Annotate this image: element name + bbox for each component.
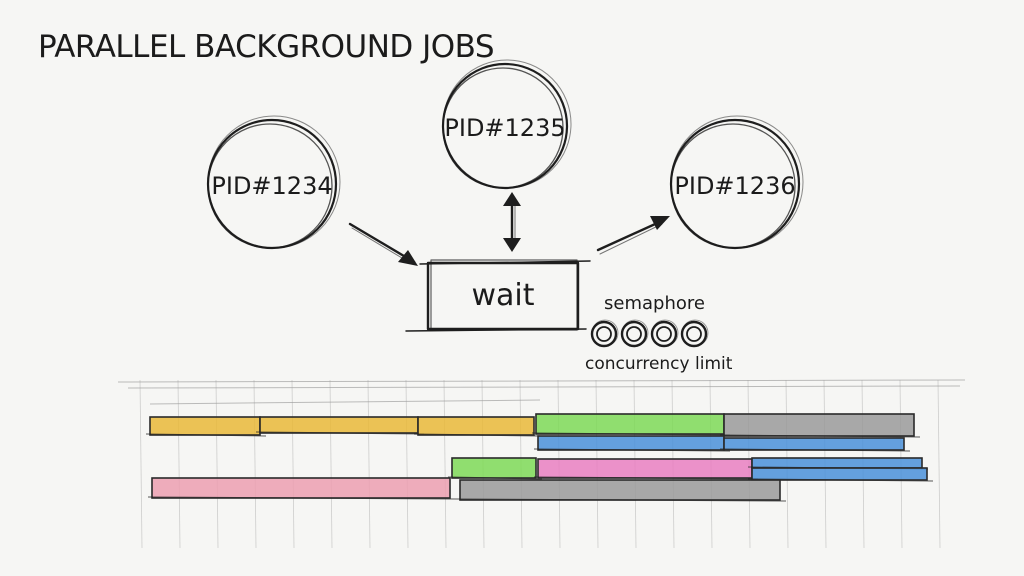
grid-line: [215, 379, 219, 549]
semaphore-label: semaphore: [604, 293, 705, 314]
wait-label: wait: [471, 278, 534, 313]
timeline-bars: [145, 413, 934, 502]
timeline-bar: [447, 457, 543, 480]
semaphore-slot: [620, 319, 649, 348]
grid-line: [405, 379, 409, 549]
semaphore-slot: [650, 319, 679, 348]
diagram-title: PARALLEL BACKGROUND JOBS: [38, 29, 494, 65]
semaphore-slots: [590, 319, 709, 348]
arrow-1234-to-wait: [348, 222, 418, 266]
grid-line: [443, 379, 447, 549]
semaphore-slot: [590, 319, 619, 348]
process-label: PID#1236: [674, 172, 795, 200]
timeline-bar: [413, 416, 541, 437]
grid-line: [139, 379, 143, 549]
timeline-bar: [719, 413, 921, 438]
timeline-bar: [531, 413, 731, 436]
process-node-1234: PID#1234: [206, 115, 341, 250]
timeline-bar: [255, 416, 425, 435]
grid-line: [937, 379, 941, 549]
timeline-bar: [533, 458, 759, 480]
concurrency-limit-caption: concurrency limit: [585, 354, 733, 374]
grid-line: [117, 379, 966, 383]
arrow-1235-bidirectional: [503, 192, 521, 252]
timeline-bar: [747, 467, 934, 482]
grid-line: [127, 385, 961, 389]
grid-line: [329, 379, 333, 549]
grid-line: [149, 399, 541, 405]
grid-line: [253, 379, 257, 549]
wait-box: wait: [405, 259, 591, 332]
grid-line: [367, 379, 371, 549]
timeline-bar: [145, 416, 267, 437]
grid-line: [291, 379, 295, 549]
process-node-1236: PID#1236: [669, 115, 804, 250]
process-label: PID#1234: [211, 172, 332, 200]
arrow-wait-to-1236: [596, 216, 670, 255]
semaphore-slot: [680, 319, 709, 348]
timeline-bar: [455, 479, 787, 502]
timeline-grid: [117, 379, 966, 549]
grid-line: [177, 379, 181, 549]
process-node-1235: PID#1235: [441, 59, 572, 190]
semaphore: semaphore concurrency limit: [585, 293, 733, 374]
timeline-bar: [533, 435, 731, 452]
timeline-bar: [147, 477, 457, 500]
timeline-bar: [719, 437, 911, 452]
process-label: PID#1235: [444, 114, 565, 142]
